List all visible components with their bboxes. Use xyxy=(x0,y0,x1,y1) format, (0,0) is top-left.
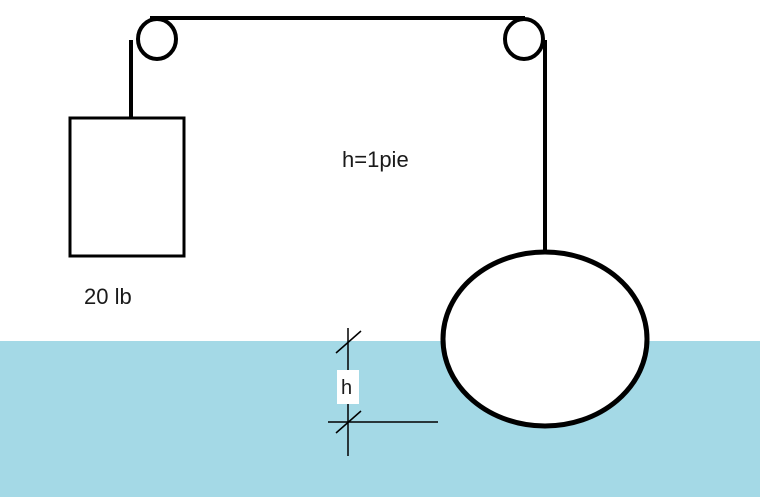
depth-label-backdrop xyxy=(337,370,359,404)
left-pulley xyxy=(136,17,178,61)
depth-bottom-tick xyxy=(335,410,362,434)
water-region xyxy=(0,341,760,497)
right-pulley xyxy=(503,17,545,61)
depth-top-tick xyxy=(335,330,362,354)
floating-sphere xyxy=(440,249,650,429)
hanging-block xyxy=(68,116,186,258)
block-weight-label: 20 lb xyxy=(84,284,132,309)
height-value-label: h=1pie xyxy=(342,147,409,172)
depth-marker-label: h xyxy=(341,377,352,399)
